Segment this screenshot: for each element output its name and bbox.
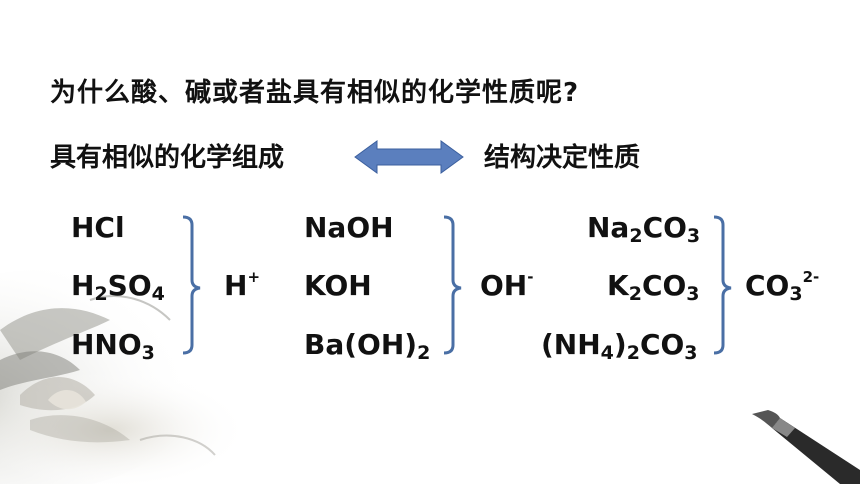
base-formula-3: Ba(OH)2	[304, 328, 431, 364]
hydrogen-ion: H+	[224, 268, 261, 302]
base-formula-1: NaOH	[304, 211, 394, 244]
salt-formula-2: K2CO3	[607, 269, 700, 305]
salt-formula-1: Na2CO3	[587, 211, 701, 247]
acid-formula-1: HCl	[71, 211, 125, 244]
question-heading: 为什么酸、碱或者盐具有相似的化学性质呢?	[50, 78, 580, 108]
statement-right: 结构决定性质	[484, 143, 641, 173]
carbonate-ion: CO32-	[745, 268, 820, 305]
acid-formula-3: HNO3	[71, 328, 155, 364]
salt-bracket	[713, 215, 732, 355]
acid-bracket	[182, 215, 201, 355]
statement-left: 具有相似的化学组成	[50, 143, 285, 173]
base-formula-2: KOH	[304, 269, 372, 302]
base-bracket	[443, 215, 462, 355]
acid-formula-2: H2SO4	[71, 269, 165, 305]
salt-formula-3: (NH4)2CO3	[541, 328, 698, 364]
hydroxide-ion: OH-	[480, 268, 534, 302]
